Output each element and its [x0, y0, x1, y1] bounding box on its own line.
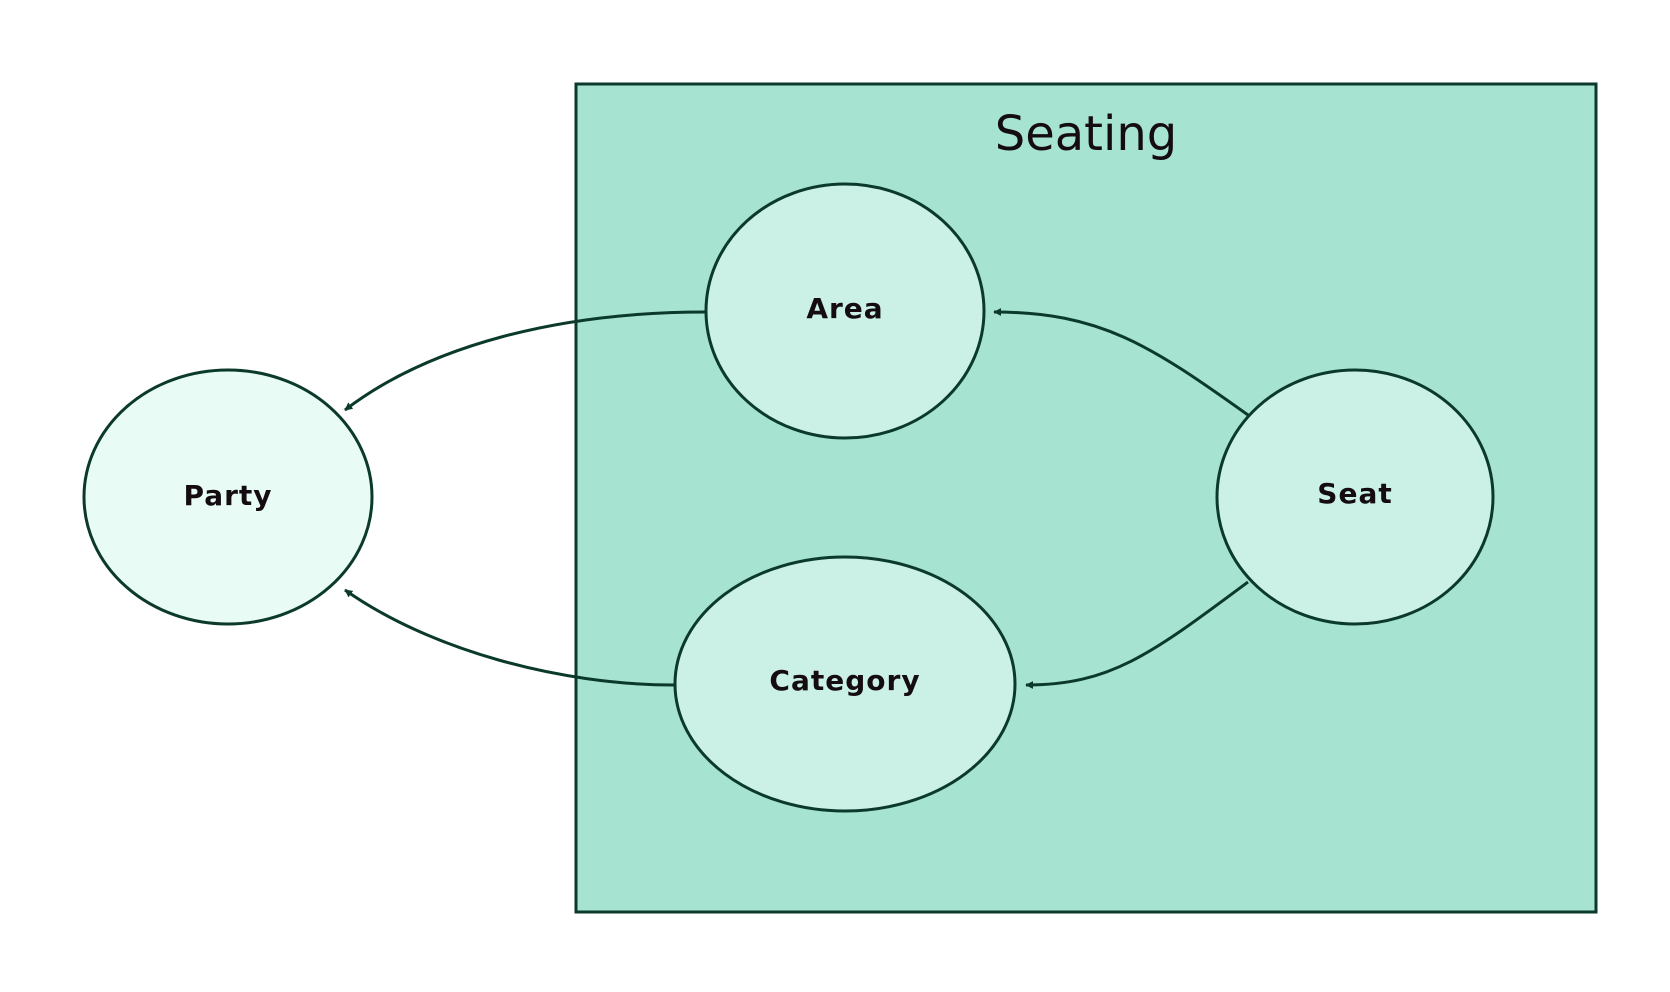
node-category: Category — [673, 555, 1017, 813]
node-area-label: Area — [806, 292, 883, 325]
edges — [344, 308, 1249, 689]
node-party-label: Party — [183, 479, 272, 512]
node-party: Party — [82, 368, 374, 626]
node-seat: Seat — [1215, 368, 1495, 626]
edge-seat-to-category — [1025, 580, 1249, 689]
edge-area-to-party — [344, 310, 707, 412]
node-seat-label: Seat — [1317, 477, 1392, 510]
node-area: Area — [704, 182, 986, 440]
node-seat-shape — [1215, 368, 1495, 626]
node-category-shape — [673, 555, 1017, 813]
node-area-shape — [704, 182, 986, 440]
node-category-label: Category — [769, 664, 920, 697]
node-party-shape — [82, 368, 374, 626]
edge-seat-to-area — [993, 308, 1249, 417]
cluster-seating-label: Seating — [995, 106, 1177, 162]
edge-category-to-party — [344, 588, 675, 687]
